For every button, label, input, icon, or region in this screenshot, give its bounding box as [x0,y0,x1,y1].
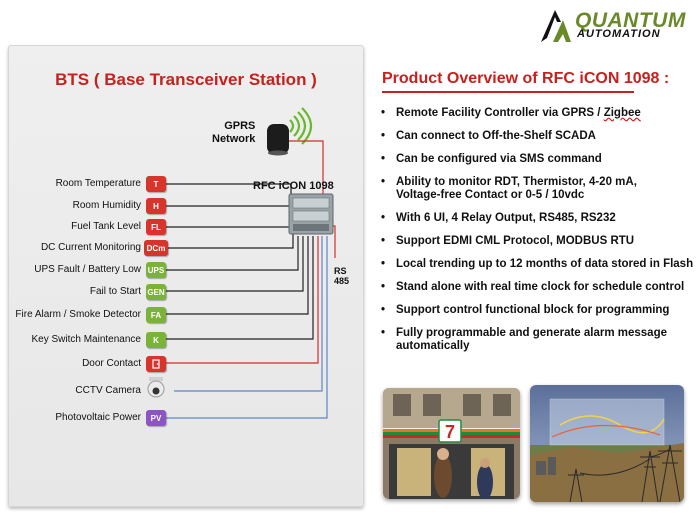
sensor-label: Fire Alarm / Smoke Detector [15,309,141,320]
sensor-label: Photovoltaic Power [55,412,141,423]
rs485-label: RS 485 [334,266,350,286]
list-item: Fully programmable and generate alarm me… [378,327,696,353]
wiring-diagram [147,107,336,419]
list-item: Ability to monitor RDT, Thermistor, 4-20… [378,176,646,202]
door-icon [152,359,160,369]
sensor-badge: FL [146,219,166,235]
gprs-router-icon [267,107,313,156]
cctv-camera-icon [147,377,165,398]
power-grid-illustration [530,385,684,502]
sensor-badge: DCm [144,240,168,256]
list-item: Stand alone with real time clock for sch… [378,281,694,294]
list-item: Support control functional block for pro… [378,304,694,317]
store-sign: 7 [445,422,455,442]
sensor-badge: K [146,332,166,348]
sensor-label: Fuel Tank Level [71,221,141,232]
convenience-store-photo: 7 [383,388,520,499]
sensor-label: UPS Fault / Battery Low [34,264,141,275]
overview-title: Product Overview of RFC iCON 1098 : [382,70,670,87]
sensor-badge: PV [146,410,166,426]
sensor-label: DC Current Monitoring [40,242,141,253]
bts-diagram-panel: BTS ( Base Transceiver Station ) [8,45,364,507]
sensor-badge: H [146,198,166,214]
list-item: Can connect to Off-the-Shelf SCADA [378,130,694,143]
logo-mark-icon [541,10,571,42]
logo-line2: AUTOMATION [577,28,661,40]
sensor-label: Fail to Start [89,286,141,297]
sensor-label: Room Temperature [55,178,141,189]
list-item: Can be configured via SMS command [378,153,694,166]
sensor-label: CCTV Camera [75,385,141,396]
sensor-badge: T [146,176,166,192]
controller-label: RFC iCON 1098 [253,180,334,192]
feature-list: Remote Facility Controller via GPRS / Zi… [378,107,694,353]
list-item: Support EDMI CML Protocol, MODBUS RTU [378,235,694,248]
sensor-label: Key Switch Maintenance [31,334,141,345]
title-underline [382,91,634,93]
sensor-badge: FA [146,307,166,323]
sensor-label: Room Humidity [72,200,141,211]
quantum-automation-logo: QUANTUM AUTOMATION [539,8,687,44]
list-item: Remote Facility Controller via GPRS / Zi… [378,107,694,120]
list-item: With 6 UI, 4 Relay Output, RS485, RS232 [378,212,694,225]
gprs-network-label: GPRS Network [212,120,256,145]
rfc-controller-icon [288,193,334,235]
door-contact-badge [146,356,166,372]
panel-title: BTS ( Base Transceiver Station ) [55,70,317,89]
logo-line1: QUANTUM [575,9,686,32]
sensor-label: Door Contact [82,358,141,369]
sensor-badge: GEN [146,284,166,300]
sensor-badge: UPS [146,262,166,278]
list-item: Local trending up to 12 months of data s… [378,258,694,271]
